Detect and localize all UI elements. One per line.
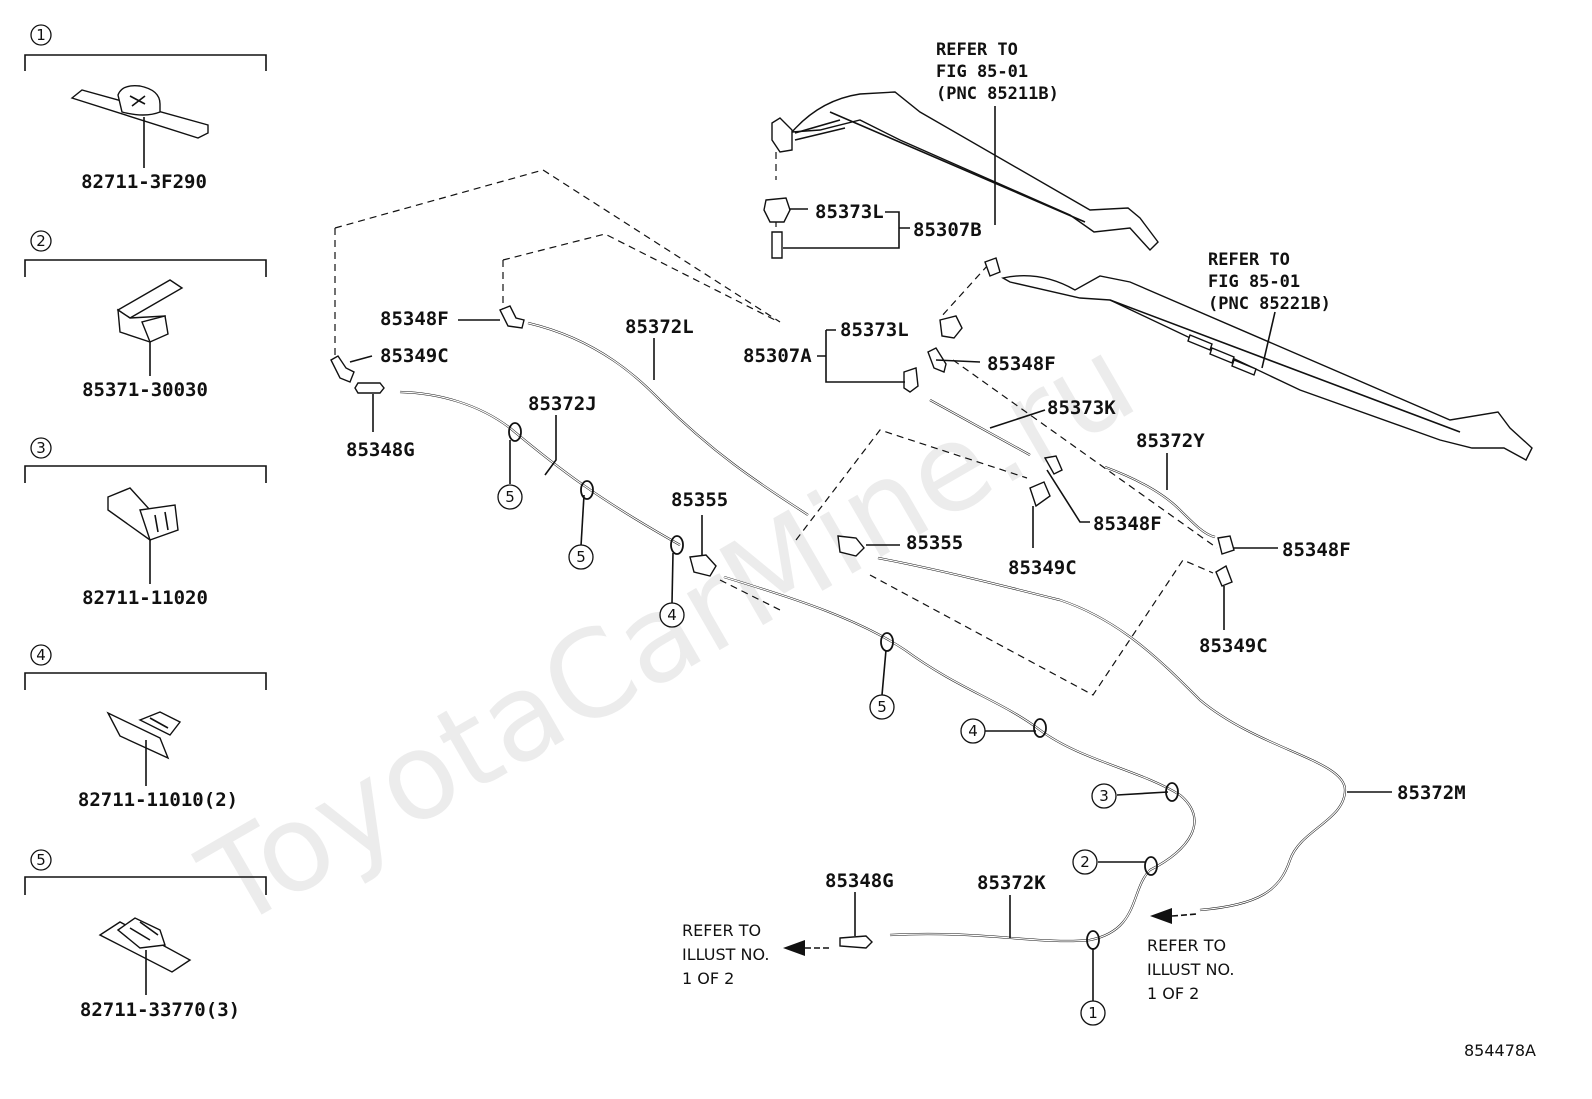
callout-1: 1 bbox=[1080, 1000, 1106, 1026]
ref-illust-right-line2: ILLUST NO. bbox=[1147, 960, 1234, 979]
ref-arm-upper-line1: REFER TO bbox=[936, 40, 1018, 60]
ref-illust-left-line3: 1 OF 2 bbox=[682, 969, 734, 988]
ref-arm-lower-line2: FIG 85-01 bbox=[1208, 272, 1300, 292]
label-85348F-right-a: 85348F bbox=[1093, 513, 1162, 535]
clip-legend-item-2: 2 85371-30030 bbox=[24, 230, 267, 401]
svg-text:1: 1 bbox=[36, 26, 46, 44]
svg-text:1: 1 bbox=[1088, 1004, 1098, 1022]
svg-text:2: 2 bbox=[1080, 853, 1090, 871]
svg-text:82711-33770(3): 82711-33770(3) bbox=[80, 999, 240, 1021]
ref-arm-upper-line2: FIG 85-01 bbox=[936, 62, 1028, 82]
svg-text:4: 4 bbox=[36, 646, 46, 664]
clip-icon-82711-11010 bbox=[106, 711, 182, 760]
clip-legend-item-5: 5 82711-33770(3) bbox=[24, 849, 267, 1021]
label-85349C-left: 85349C bbox=[380, 345, 449, 367]
svg-text:5: 5 bbox=[505, 488, 515, 506]
label-85373L-lower: 85373L bbox=[840, 319, 909, 341]
hose-85372M bbox=[877, 556, 1347, 912]
label-85348G-left: 85348G bbox=[346, 439, 415, 461]
part-labels: 85373L 85307B 85373L 85307A 85348F 85349… bbox=[346, 201, 1466, 894]
svg-text:4: 4 bbox=[968, 722, 978, 740]
svg-text:85371-30030: 85371-30030 bbox=[82, 379, 208, 401]
ref-arm-upper-line3: (PNC 85211B) bbox=[936, 84, 1059, 104]
leader-lines bbox=[349, 106, 1392, 1001]
callout-3: 3 bbox=[1091, 783, 1117, 809]
clip-legend-item-4: 4 82711-11010(2) bbox=[24, 644, 267, 811]
label-85348G-bottom: 85348G bbox=[825, 870, 894, 892]
callout-5-c: 5 bbox=[869, 694, 895, 720]
figure-id: 854478A bbox=[1464, 1041, 1536, 1060]
wiper-arm-lower bbox=[984, 257, 1533, 461]
svg-text:4: 4 bbox=[667, 606, 677, 624]
svg-text:2: 2 bbox=[36, 232, 46, 250]
callouts: 5 5 4 5 4 3 2 1 bbox=[497, 484, 1117, 1026]
clip-legend-item-1: 1 82711-3F290 bbox=[24, 24, 267, 193]
label-85307B: 85307B bbox=[913, 219, 982, 241]
label-85373L-upper: 85373L bbox=[815, 201, 884, 223]
clip-legend: 1 82711-3F290 2 85371-30030 bbox=[24, 24, 267, 1021]
reference-arrows bbox=[783, 908, 1198, 956]
callout-5-a: 5 bbox=[497, 484, 523, 510]
label-85372L: 85372L bbox=[625, 316, 694, 338]
clip-icon-82711-11020 bbox=[107, 487, 179, 542]
label-85355-right: 85355 bbox=[906, 532, 963, 554]
label-85372M: 85372M bbox=[1397, 782, 1466, 804]
label-85349C-right: 85349C bbox=[1199, 635, 1268, 657]
callout-2: 2 bbox=[1072, 849, 1098, 875]
label-85372Y: 85372Y bbox=[1136, 430, 1205, 452]
ref-illust-right-line3: 1 OF 2 bbox=[1147, 984, 1199, 1003]
ref-illust-left-line1: REFER TO bbox=[682, 921, 761, 940]
label-85373K: 85373K bbox=[1047, 397, 1116, 419]
clip-icon-82711-33770 bbox=[98, 917, 192, 973]
fittings bbox=[330, 197, 1235, 949]
label-85372K: 85372K bbox=[977, 872, 1046, 894]
ref-arm-lower-line1: REFER TO bbox=[1208, 250, 1290, 270]
label-85349C-mid: 85349C bbox=[1008, 557, 1077, 579]
clip-icon-82711-3f290 bbox=[70, 85, 209, 139]
svg-text:5: 5 bbox=[877, 698, 887, 716]
svg-text:3: 3 bbox=[36, 439, 46, 457]
label-85348F-mid: 85348F bbox=[987, 353, 1056, 375]
svg-text:82711-11010(2): 82711-11010(2) bbox=[78, 789, 238, 811]
callout-4-b: 4 bbox=[960, 718, 986, 744]
label-85307A: 85307A bbox=[743, 345, 812, 367]
clip-icon-85371-30030 bbox=[116, 279, 184, 343]
callout-4-a: 4 bbox=[659, 602, 685, 628]
label-85355-left: 85355 bbox=[671, 489, 728, 511]
ref-illust-right-line1: REFER TO bbox=[1147, 936, 1226, 955]
ref-illust-left-line2: ILLUST NO. bbox=[682, 945, 769, 964]
callout-5-b: 5 bbox=[568, 544, 594, 570]
svg-text:3: 3 bbox=[1099, 787, 1109, 805]
wiper-arm-upper bbox=[771, 91, 1159, 252]
svg-text:5: 5 bbox=[36, 851, 46, 869]
label-85372J: 85372J bbox=[528, 393, 597, 415]
label-85348F-left: 85348F bbox=[380, 308, 449, 330]
svg-text:5: 5 bbox=[576, 548, 586, 566]
label-85348F-right-b: 85348F bbox=[1282, 539, 1351, 561]
clip-legend-item-3: 3 82711-11020 bbox=[24, 437, 267, 609]
svg-text:82711-3F290: 82711-3F290 bbox=[81, 171, 207, 193]
svg-text:82711-11020: 82711-11020 bbox=[82, 587, 208, 609]
reference-notes: REFER TO FIG 85-01 (PNC 85211B) REFER TO… bbox=[682, 40, 1331, 1003]
ref-arm-lower-line3: (PNC 85221B) bbox=[1208, 294, 1331, 314]
